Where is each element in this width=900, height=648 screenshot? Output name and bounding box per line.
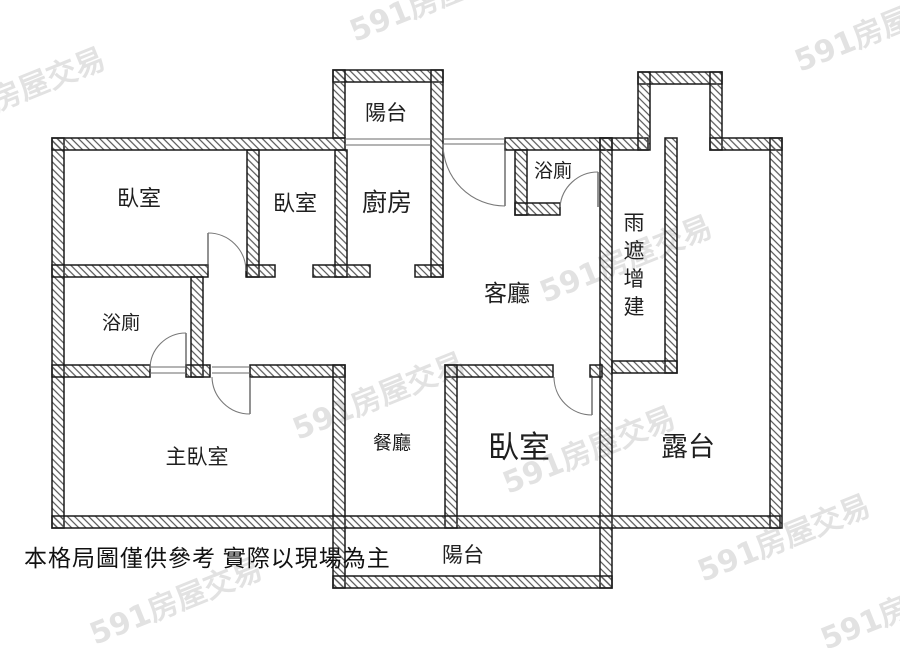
watermark-text: 591房屋交易 — [0, 42, 110, 143]
room-label-balcony-bottom: 陽台 — [442, 543, 484, 567]
door-arc — [553, 376, 593, 416]
door-arc — [207, 232, 247, 272]
room-label-bathroom-left: 浴廁 — [102, 311, 140, 334]
room-label-kitchen: 廚房 — [362, 189, 412, 217]
room-label-bedroom-bottom: 臥室 — [488, 430, 550, 465]
room-labels: 臥室 臥室 廚房 陽台 浴廁 雨遮增建 客廳 浴廁 主臥室 餐廳 臥室 露台 陽… — [102, 101, 715, 567]
watermark-text: 591房屋交易 — [693, 489, 875, 590]
door-arc — [442, 143, 506, 207]
disclaimer-text: 本格局圖僅供參考 實際以現場為主 — [24, 546, 391, 571]
windows — [150, 138, 505, 374]
door-arc — [211, 376, 251, 415]
room-label-dining-room: 餐廳 — [373, 432, 411, 454]
watermark-text: 591房屋交易 — [790, 0, 900, 79]
room-label-living-room: 客廳 — [484, 281, 530, 306]
room-label-bedroom-top-mid: 臥室 — [273, 191, 317, 216]
room-label-bathroom-top: 浴廁 — [534, 159, 572, 182]
door-arc — [149, 332, 187, 370]
door-arc — [559, 171, 599, 208]
walls — [51, 69, 783, 589]
room-label-balcony-top: 陽台 — [365, 101, 407, 125]
room-label-master-bedroom: 主臥室 — [166, 445, 229, 469]
room-label-rain-cover: 雨遮增建 — [624, 211, 645, 319]
room-label-bedroom-top-left: 臥室 — [117, 186, 161, 211]
doors — [149, 143, 599, 416]
room-label-terrace: 露台 — [661, 432, 715, 462]
watermark-text: 591房屋交易 — [816, 557, 900, 648]
watermark-text: 591房屋交易 — [345, 0, 527, 49]
